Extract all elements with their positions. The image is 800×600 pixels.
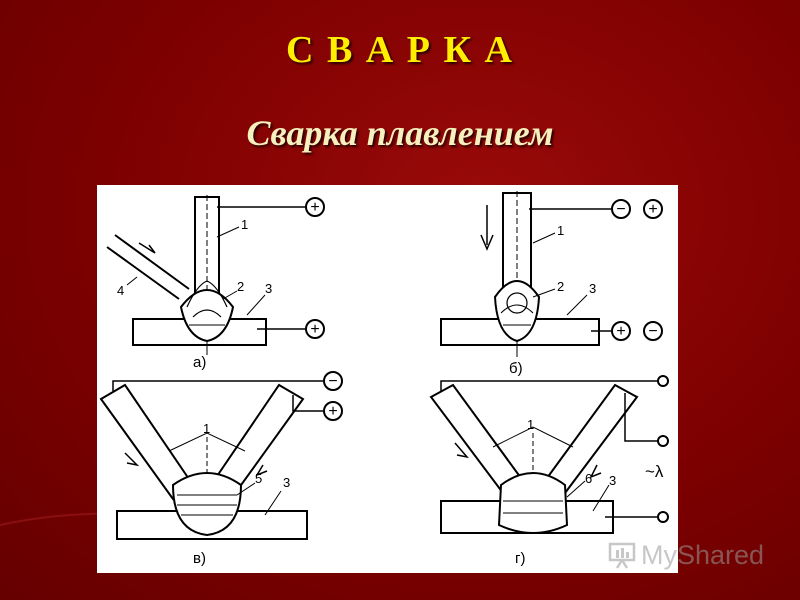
slide-subtitle: Сварка плавлением xyxy=(246,113,554,153)
terminal-b-top-2 xyxy=(643,199,663,219)
watermark: MyShared xyxy=(607,538,767,572)
ac-label-g: ~λ xyxy=(645,462,664,481)
terminal-a-top xyxy=(305,197,325,217)
terminal-v-1 xyxy=(323,371,343,391)
terminal-a-top-sign: + xyxy=(310,199,319,216)
label-b-2: 2 xyxy=(557,279,564,294)
welding-diagram: + + 1 2 3 4 а) xyxy=(97,185,678,573)
caption-g: г) xyxy=(515,550,525,567)
terminal-b-bottom-2 xyxy=(643,321,663,341)
panel-a xyxy=(106,195,325,355)
label-g-6: 6 xyxy=(585,471,592,486)
terminal-g-2 xyxy=(657,435,669,447)
svg-text:+: + xyxy=(328,403,337,420)
label-b-1: 1 xyxy=(557,223,564,238)
label-a-2: 2 xyxy=(237,279,244,294)
terminal-v-2 xyxy=(323,401,343,421)
svg-text:−: − xyxy=(328,373,337,390)
svg-text:−: − xyxy=(616,201,625,218)
panel-g xyxy=(429,375,669,534)
watermark-text: MyShared xyxy=(641,539,765,570)
label-b-3: 3 xyxy=(589,281,596,296)
caption-b: б) xyxy=(509,360,523,377)
panel-b xyxy=(440,191,663,357)
caption-v: в) xyxy=(193,550,206,567)
slide-title: С В А Р К А xyxy=(286,29,514,71)
filler-rod-a xyxy=(106,234,190,300)
terminal-g-3 xyxy=(657,511,669,523)
svg-text:+: + xyxy=(648,201,657,218)
terminal-a-bottom xyxy=(305,319,325,339)
caption-a: а) xyxy=(193,354,206,371)
terminal-b-top-1 xyxy=(611,199,631,219)
label-g-3: 3 xyxy=(609,473,616,488)
svg-text:+: + xyxy=(616,323,625,340)
label-g-1: 1 xyxy=(527,417,534,432)
weld-pool-b xyxy=(493,280,541,343)
terminal-b-bottom-1 xyxy=(611,321,631,341)
weld-pool-g xyxy=(497,472,569,534)
svg-text:−: − xyxy=(648,323,657,340)
label-v-1: 1 xyxy=(203,421,210,436)
label-v-3: 3 xyxy=(283,475,290,490)
terminal-a-bottom-sign: + xyxy=(310,321,319,338)
weld-pool-a xyxy=(179,289,235,343)
label-a-3: 3 xyxy=(265,281,272,296)
terminal-g-1 xyxy=(657,375,669,387)
label-a-1: 1 xyxy=(241,217,248,232)
label-v-5: 5 xyxy=(255,471,262,486)
weld-pool-v xyxy=(171,472,243,537)
presentation-board-icon xyxy=(608,542,636,569)
panel-v xyxy=(99,371,343,540)
label-a-4: 4 xyxy=(117,283,124,298)
